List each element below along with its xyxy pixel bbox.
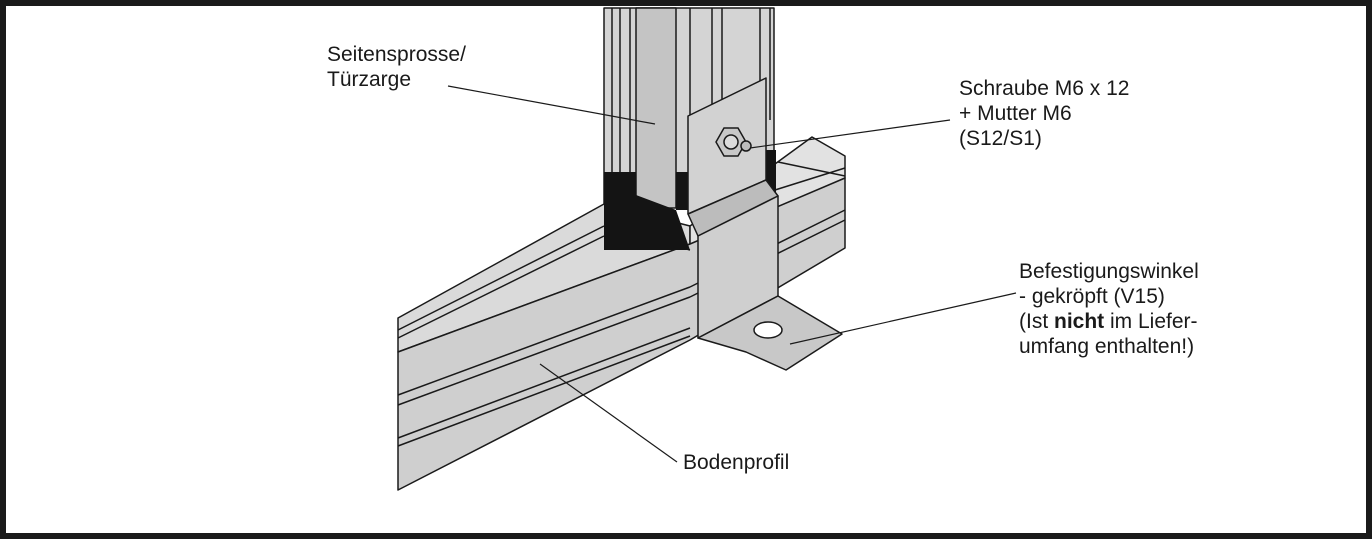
label-schraube-line3: (S12/S1) bbox=[959, 127, 1042, 150]
label-befestigungswinkel: Befestigungswinkel - gekröpft (V15) (Ist… bbox=[1019, 259, 1199, 359]
label-bodenprofil: Bodenprofil bbox=[683, 450, 789, 475]
mounting-bracket bbox=[687, 77, 843, 371]
leader-schraube bbox=[749, 119, 951, 149]
label-schraube-line2: + Mutter M6 bbox=[959, 102, 1072, 125]
bracket-hole-icon bbox=[753, 321, 783, 339]
leader-seitensprosse bbox=[447, 85, 656, 125]
label-bodenprofil-line1: Bodenprofil bbox=[683, 451, 790, 474]
label-befestigungswinkel-line4: umfang enthalten!) bbox=[1019, 335, 1195, 358]
bolt-nut-icon bbox=[715, 127, 752, 157]
label-befestigungswinkel-line3-post: im Liefer- bbox=[1104, 310, 1198, 333]
label-befestigungswinkel-line3: (Ist nicht im Liefer- bbox=[1019, 309, 1199, 334]
label-seitensprosse-line2: Türzarge bbox=[327, 68, 412, 91]
leader-bodenprofil bbox=[539, 363, 678, 463]
leader-befestigungswinkel bbox=[789, 292, 1017, 345]
label-seitensprosse-line1: Seitensprosse/ bbox=[327, 43, 466, 66]
label-befestigungswinkel-line3-pre: (Ist bbox=[1019, 310, 1054, 333]
leader-lines bbox=[447, 85, 1017, 463]
label-befestigungswinkel-line3-bold: nicht bbox=[1054, 310, 1105, 333]
label-schraube-line1: Schraube M6 x 12 bbox=[959, 77, 1130, 100]
label-befestigungswinkel-line1: Befestigungswinkel bbox=[1019, 260, 1199, 283]
label-befestigungswinkel-line2: - gekröpft (V15) bbox=[1019, 285, 1165, 308]
label-schraube: Schraube M6 x 12 + Mutter M6 (S12/S1) bbox=[959, 76, 1129, 151]
label-seitensprosse: Seitensprosse/ Türzarge bbox=[327, 42, 466, 92]
